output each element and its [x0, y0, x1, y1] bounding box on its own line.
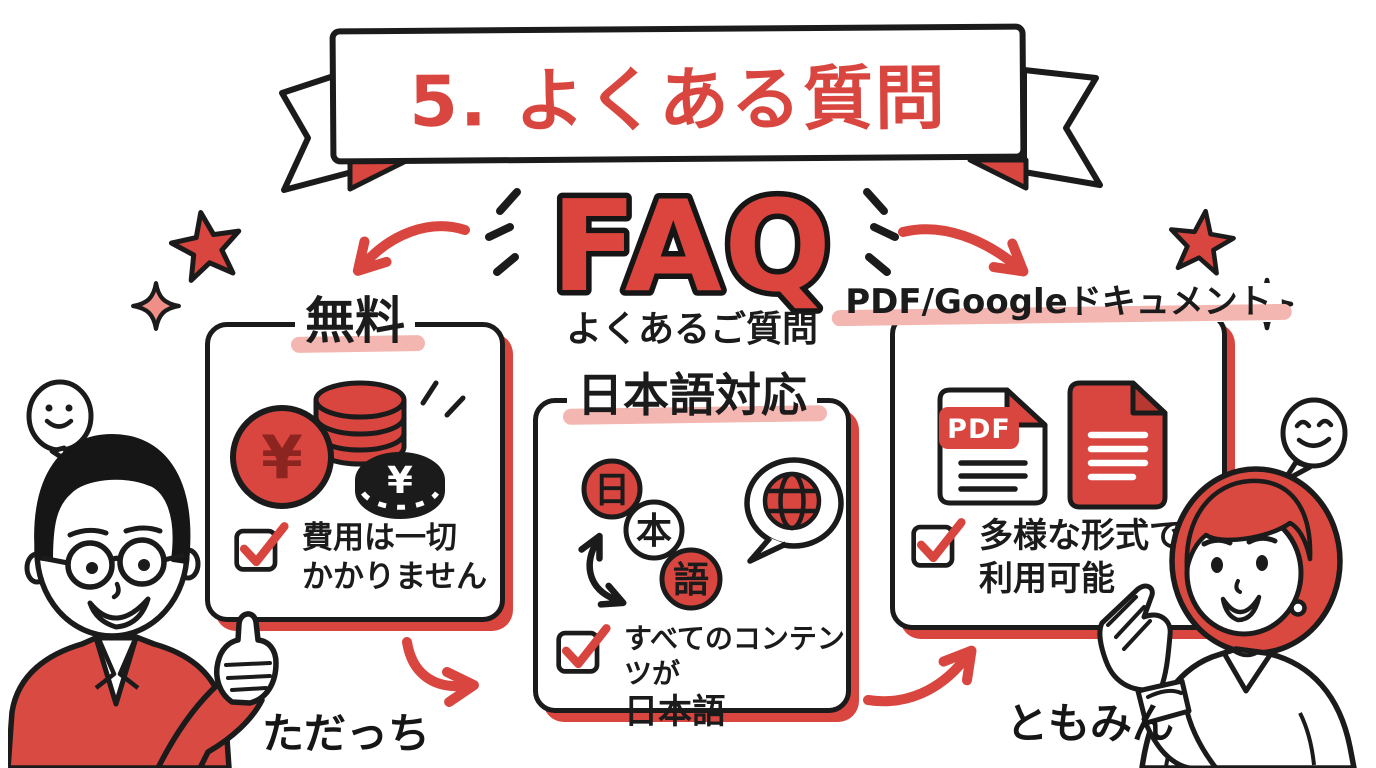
star-icon-left — [168, 210, 242, 283]
character-name-left: ただっち — [262, 709, 431, 758]
man-hair — [34, 434, 191, 564]
check-row-free: 費用は一切 かかりません — [232, 519, 487, 597]
check-label: 多様な形式で 利用可能 — [979, 516, 1183, 599]
woman-fringe — [1184, 478, 1313, 572]
svg-text:¥: ¥ — [261, 423, 303, 493]
man-head — [24, 434, 201, 639]
man-mouth — [87, 596, 151, 630]
man-smiley-bubble-icon — [26, 379, 94, 470]
man-character — [8, 379, 279, 768]
svg-text:本: 本 — [636, 511, 672, 552]
woman-body — [1097, 583, 1357, 768]
svg-text:日: 日 — [594, 470, 630, 511]
character-name-right: ともみん — [1006, 699, 1175, 748]
faq-emphasis-left — [485, 188, 521, 276]
translate-arrows-icon — [578, 532, 627, 608]
language-globe-icon: 日 本 語 — [578, 457, 844, 611]
sparkle-icon-left — [131, 281, 181, 331]
man-nose — [111, 581, 121, 600]
coin-sparkle-icon — [420, 380, 466, 418]
yen-coin-icon: ¥ — [230, 405, 334, 509]
check-row-formats: 多様な形式で 利用可能 — [909, 515, 1183, 600]
woman-mouth — [1220, 594, 1262, 623]
card-title-formats: PDF/Googleドキュメント — [831, 282, 1292, 327]
char-circle-2: 本 — [623, 499, 685, 561]
svg-text:¥: ¥ — [387, 459, 413, 502]
google-doc-icon — [1067, 380, 1168, 510]
arrow-japanese-to-pdf — [863, 645, 977, 707]
documents-icon: PDF — [937, 380, 1168, 510]
glasses-icon — [41, 537, 185, 590]
thumbs-up-icon — [214, 611, 279, 706]
globe-speech-bubble-icon — [744, 457, 844, 564]
svg-text:語: 語 — [673, 560, 709, 601]
man-body — [8, 611, 279, 768]
check-label: すべてのコンテンツが 日本語 — [624, 622, 845, 732]
arrow-free-to-japanese — [402, 637, 479, 707]
woman-character — [1097, 397, 1357, 768]
arrow-to-pdf-card — [898, 224, 1029, 277]
svg-text:PDF: PDF — [947, 414, 1011, 445]
card-japanese: 日本語対応 日 本 語 — [533, 369, 851, 732]
star-icon-right — [1168, 208, 1236, 276]
earring-icon — [1289, 599, 1307, 617]
woman-nose — [1234, 579, 1242, 594]
faq-heading: FAQ — [551, 173, 833, 320]
faq-emphasis-right — [863, 188, 899, 276]
woman-smiley-bubble-icon — [1280, 397, 1348, 484]
yen-coins-icon: ¥ ¥ — [230, 380, 466, 519]
card-title-japanese: 日本語対応 — [562, 369, 828, 425]
check-row-japanese: すべてのコンテンツが 日本語 — [554, 621, 846, 734]
card-title-free: 無料 — [290, 292, 426, 353]
open-hand-icon — [1097, 583, 1192, 726]
card-free: 無料 ¥ ¥ — [205, 292, 505, 622]
pdf-file-icon: PDF — [937, 387, 1048, 506]
checkbox-icon — [556, 624, 611, 674]
check-label: 費用は一切 かかりません — [302, 520, 488, 595]
char-circle-1: 日 — [581, 458, 643, 520]
char-circle-3: 語 — [659, 547, 723, 611]
banner-title: 5. よくある質問 — [408, 56, 948, 143]
faq-subheading: よくあるご質問 — [565, 309, 818, 350]
black-coin-icon: ¥ — [355, 452, 445, 519]
arrow-to-free-card — [352, 221, 470, 276]
woman-head — [1169, 466, 1343, 656]
ribbon-banner: 5. よくある質問 — [329, 23, 1027, 165]
checkbox-icon — [234, 522, 289, 572]
checkbox-icon — [911, 518, 966, 568]
ribbon-tail-right — [967, 67, 1103, 191]
